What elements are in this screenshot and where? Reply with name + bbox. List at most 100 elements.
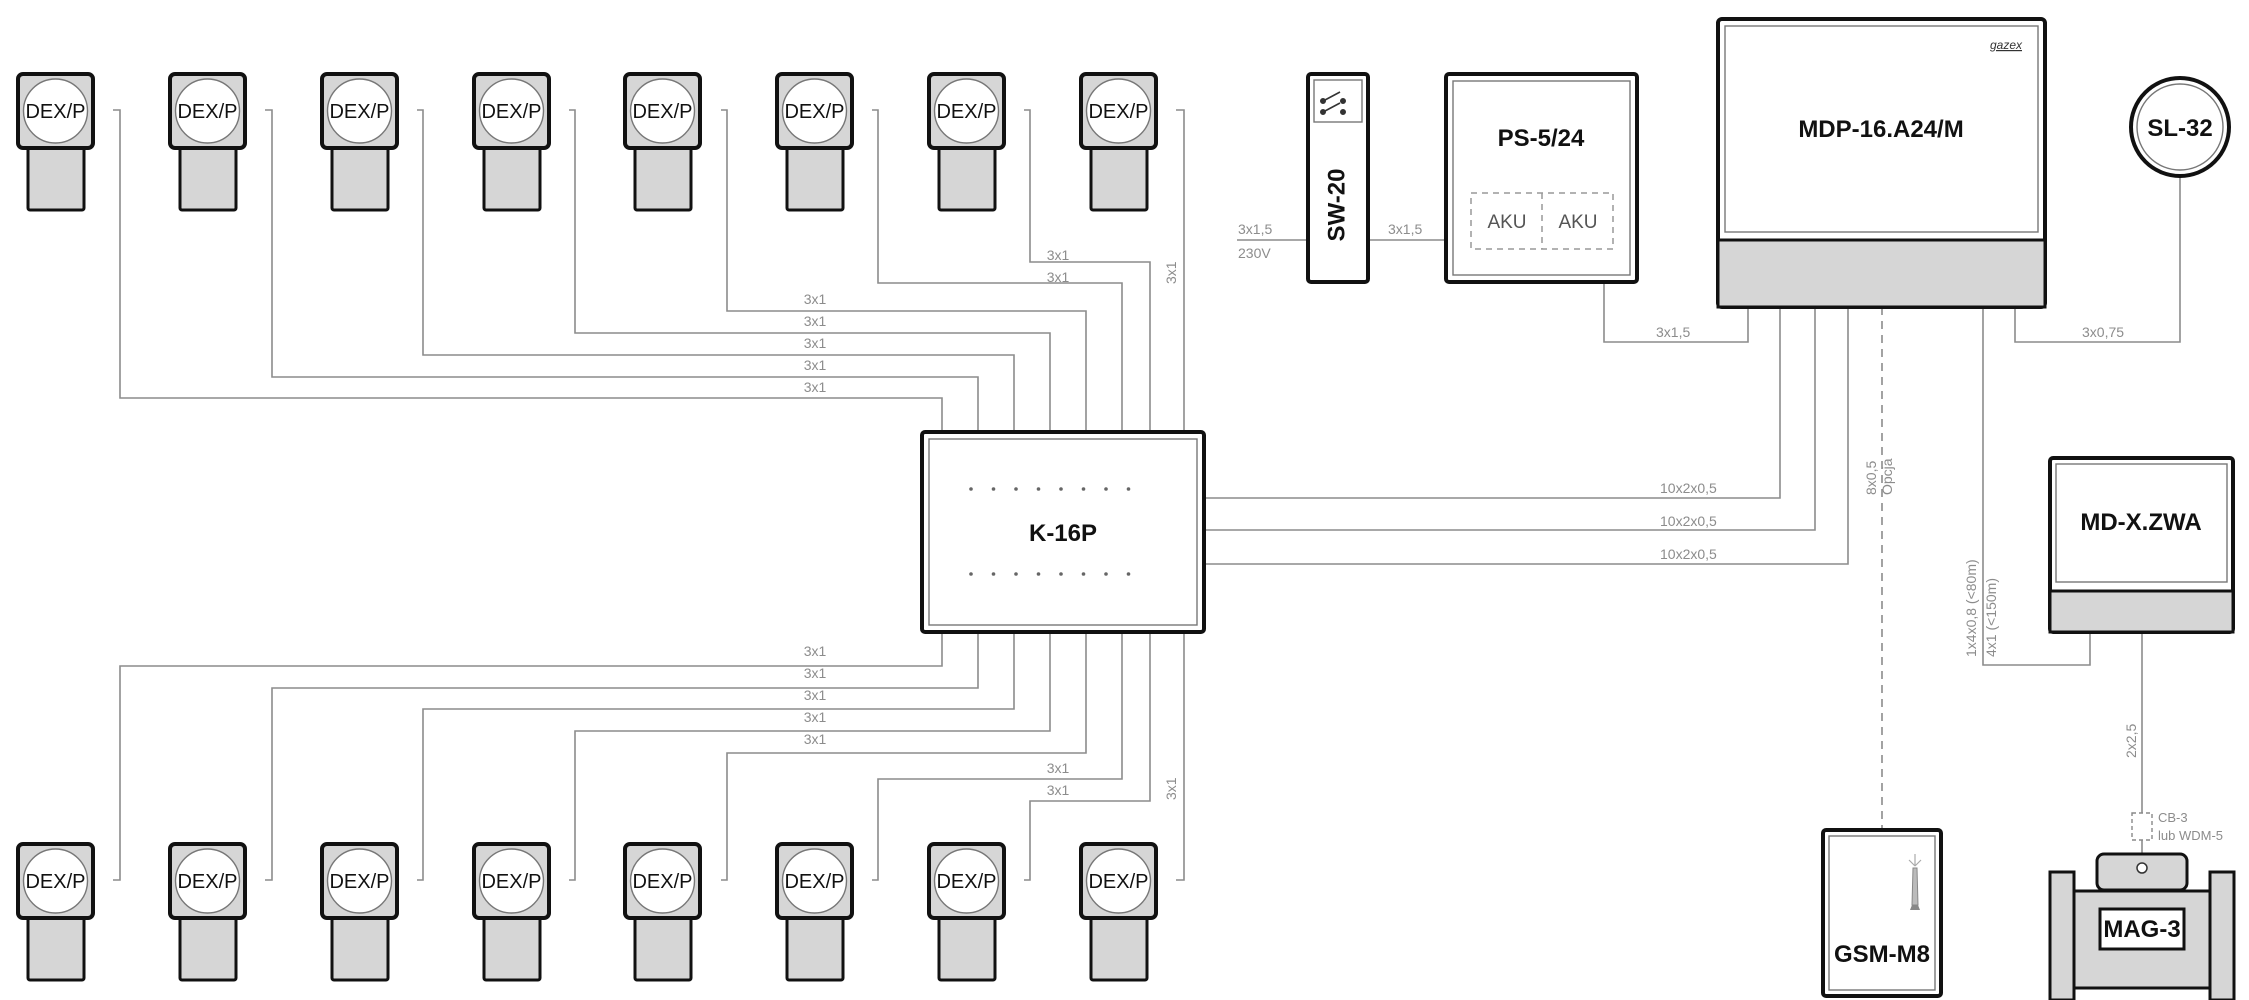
detector-label: DEX/P	[1088, 101, 1148, 123]
cable-label-bus: 10x2x0,5	[1660, 546, 1717, 562]
cable-label-detector: 3x1	[804, 379, 827, 395]
cable-label-psu_to_controller: 3x1,5	[1656, 324, 1690, 340]
wire-bus-1	[1204, 307, 1781, 499]
cable-label-detector: 3x1	[1047, 269, 1070, 285]
terminal-dot	[1036, 572, 1041, 576]
wire-bot-7	[1024, 632, 1151, 881]
detector-bottom-6: DEX/P	[775, 842, 854, 982]
wire-top-7	[1024, 109, 1151, 432]
gsm-label: GSM-M8	[1834, 941, 1930, 968]
relay-label: MD-X.ZWA	[2080, 509, 2201, 536]
detector-label: DEX/P	[1088, 871, 1148, 893]
wire-top-6	[872, 109, 1123, 432]
terminal-dot	[1081, 487, 1086, 491]
detector-label: DEX/P	[632, 101, 692, 123]
wire-psu-controller	[1603, 282, 1749, 343]
wire-bot-3	[417, 632, 1015, 881]
relay-mdxzwa: MD-X.ZWA	[2048, 456, 2235, 634]
cable-label-detector: 3x1	[1163, 261, 1179, 284]
cable-label-gsm_option: Opcja	[1879, 458, 1895, 495]
cable-label-bus: 10x2x0,5	[1660, 513, 1717, 529]
antenna-icon	[1908, 854, 1922, 910]
cable-label-gsm: 8x0,5	[1863, 461, 1879, 495]
detector-top-8: DEX/P	[1079, 72, 1158, 212]
cable-label-detector: 3x1	[1047, 782, 1070, 798]
detector-label: DEX/P	[936, 101, 996, 123]
detector-top-3: DEX/P	[320, 72, 399, 212]
terminal-dot	[991, 487, 996, 491]
valve-mag3: CB-3 lub WDM-5 MAG-3	[2048, 810, 2236, 1000]
detector-top-5: DEX/P	[623, 72, 702, 212]
cable-label-detector: 3x1	[804, 643, 827, 659]
cable-label-detector: 3x1	[1047, 247, 1070, 263]
junction-k16p: K-16P	[920, 430, 1206, 634]
psu-label: PS-5/24	[1498, 125, 1585, 152]
terminal-dots	[969, 487, 1131, 576]
detector-label: DEX/P	[329, 101, 389, 123]
controller-label: MDP-16.A24/M	[1798, 116, 1963, 143]
valve-accessory-line2: lub WDM-5	[2158, 828, 2223, 843]
detector-label: DEX/P	[329, 871, 389, 893]
detector-bottom-4: DEX/P	[472, 842, 551, 982]
cable-label-mains: 3x1,5	[1238, 221, 1272, 237]
cable-label-bus: 10x2x0,5	[1660, 480, 1717, 496]
detector-bottom-5: DEX/P	[623, 842, 702, 982]
wire-bot-1	[113, 632, 943, 881]
wire-bus-2	[1204, 307, 1816, 531]
psu-ps524: PS-5/24 AKU AKU	[1444, 72, 1639, 284]
terminal-dot	[1104, 487, 1108, 491]
wire-top-5	[721, 109, 1087, 432]
junction-label: K-16P	[1029, 520, 1097, 547]
terminal-dot	[1059, 487, 1063, 491]
detector-label: DEX/P	[632, 871, 692, 893]
wire-bot-2	[265, 632, 979, 881]
wire-relay	[1982, 307, 2091, 666]
cable-label-detector: 3x1	[804, 313, 827, 329]
detector-label: DEX/P	[481, 101, 541, 123]
detector-top-1: DEX/P	[16, 72, 95, 212]
detector-label: DEX/P	[936, 871, 996, 893]
cable-label-detector: 3x1	[804, 665, 827, 681]
detector-label: DEX/P	[25, 871, 85, 893]
wire-bus-3	[1204, 307, 1849, 565]
detector-bottom-1: DEX/P	[16, 842, 95, 982]
detector-bottom-3: DEX/P	[320, 842, 399, 982]
terminal-dot	[1059, 572, 1063, 576]
switch-label: SW-20	[1323, 169, 1350, 242]
switch-sw20: SW-20	[1306, 72, 1370, 284]
switch-icon	[1320, 91, 1347, 116]
brand-label: gazex	[1990, 38, 2023, 52]
terminal-dot	[1014, 572, 1018, 576]
cable-label-valve: 2x2,5	[2123, 724, 2139, 758]
cable-label-detector: 3x1	[804, 687, 827, 703]
cable-label-relay_b: 4x1 (<150m)	[1983, 578, 1999, 657]
cable-label-detector: 3x1	[804, 731, 827, 747]
wire-top-8	[1176, 109, 1185, 432]
detector-bottom-8: DEX/P	[1079, 842, 1158, 982]
controller-mdp16: gazex MDP-16.A24/M	[1716, 17, 2047, 309]
cable-label-detector: 3x1	[804, 357, 827, 373]
wire-top-1	[113, 109, 943, 432]
wire-bot-5	[721, 632, 1087, 881]
terminal-dot	[1036, 487, 1041, 491]
wire-top-3	[417, 109, 1015, 432]
wire-bot-4	[569, 632, 1051, 881]
terminal-dot	[1081, 572, 1086, 576]
valve-accessory-box	[2131, 812, 2153, 841]
battery-label-2: AKU	[1558, 212, 1597, 233]
siren-sl32: SL-32	[2129, 76, 2231, 178]
siren-label: SL-32	[2147, 115, 2212, 142]
wire-bot-8	[1176, 632, 1185, 881]
detector-label: DEX/P	[784, 871, 844, 893]
cable-label-detector: 3x1	[804, 335, 827, 351]
valve-accessory-line1: CB-3	[2158, 810, 2188, 825]
wire-bot-6	[872, 632, 1123, 881]
detector-label: DEX/P	[177, 871, 237, 893]
wires	[113, 109, 2181, 881]
terminal-dot	[1104, 572, 1108, 576]
detector-top-6: DEX/P	[775, 72, 854, 212]
cable-label-mains_voltage: 230V	[1238, 245, 1271, 261]
detector-top-2: DEX/P	[168, 72, 247, 212]
cable-label-controller_to_siren: 3x0,75	[2082, 324, 2124, 340]
